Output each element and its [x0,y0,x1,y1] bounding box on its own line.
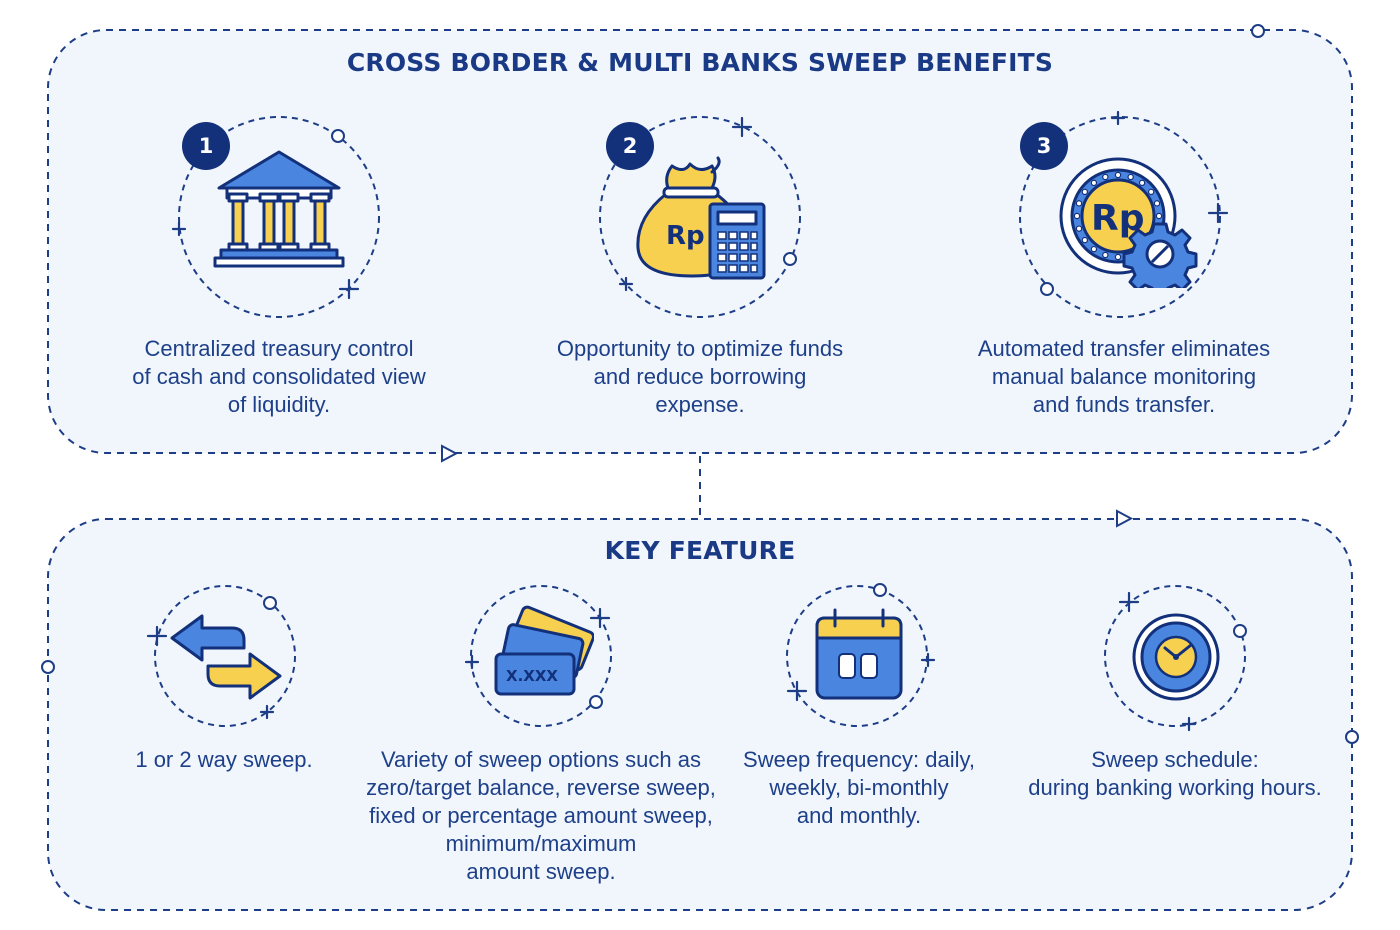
caption-line: Sweep schedule: [1091,747,1259,772]
caption-line: of cash and consolidated view [132,364,426,389]
feature-caption-4: Sweep schedule: during banking working h… [1010,746,1340,802]
coin-rim-dot [1153,200,1161,207]
orbit-circle [470,585,612,727]
plus-mark [618,276,634,292]
caption-line: manual balance monitoring [991,364,1257,389]
feature-caption-2: Variety of sweep options such as zero/ta… [341,746,741,886]
card-number-label: X.XXX [506,667,558,685]
caption-line: expense. [655,392,745,417]
plus-mark [1181,716,1197,732]
coin-rim-dot [1075,200,1083,207]
calendar-icon [815,608,903,700]
orbit-dot [873,583,887,597]
border-arrow [441,444,459,463]
coin-rim-dot [1102,251,1109,259]
coin-rim-dot [1155,212,1163,220]
orbit-circle [154,585,296,727]
caption-line: and reduce borrowing [593,364,807,389]
step-badge-3: 3 [1020,122,1068,170]
features-panel [47,518,1353,911]
stacked-cards-icon: X.XXX [494,605,594,696]
coin-rim-dot [1114,253,1122,261]
coin-rim-dot [1081,188,1089,196]
border-arrow [1116,509,1134,528]
plus-mark [731,116,753,138]
caption-line: minimum/maximum [445,831,637,856]
benefit-caption-2: Opportunity to optimize funds and reduce… [500,335,900,419]
orbit-dot [1040,282,1054,296]
plus-mark [1207,202,1229,224]
orbit-circle [599,116,801,318]
plus-mark [1118,591,1140,613]
orbit-dot [263,596,277,610]
bag-currency-label: Rp [666,221,705,251]
clock-icon [1132,613,1220,701]
plus-mark [589,607,611,629]
features-title: KEY FEATURE [604,536,796,565]
caption-line: Opportunity to optimize funds [556,336,844,361]
coin-rim-dot [1127,173,1134,181]
two-way-arrows-icon [170,614,282,700]
caption-line: during banking working hours. [1028,775,1322,800]
bank-building-icon [213,150,345,268]
caption-line: Centralized treasury control [144,336,414,361]
coin-rim-dot [1090,245,1098,253]
benefits-title: CROSS BORDER & MULTI BANKS SWEEP BENEFIT… [346,48,1054,77]
caption-line: and monthly. [796,803,922,828]
coin-rim-dot [1138,179,1146,187]
caption-line: and funds transfer. [1032,392,1216,417]
coin-rim-dot [1147,188,1155,196]
orbit-dot [589,695,603,709]
coin-rim-dot [1090,179,1098,187]
feature-caption-1: 1 or 2 way sweep. [74,746,374,774]
plus-mark [464,654,480,670]
caption-line: amount sweep. [466,859,616,884]
plus-mark [1110,110,1126,126]
coin-rim-dot [1102,173,1109,181]
border-dot [1251,24,1265,38]
caption-line: 1 or 2 way sweep. [135,747,313,772]
benefit-caption-3: Automated transfer eliminates manual bal… [924,335,1324,419]
plus-mark [146,625,168,647]
orbit-dot [1233,624,1247,638]
step-badge-1: 1 [182,122,230,170]
rupiah-coin-gear-icon: Rp [1059,157,1198,288]
plus-mark [338,278,360,300]
caption-line: Sweep frequency: daily, [743,747,975,772]
plus-mark [786,680,808,702]
plus-mark [920,652,936,668]
step-badge-2: 2 [606,122,654,170]
money-bag-calculator-icon: Rp [636,156,766,280]
caption-line: fixed or percentage amount sweep, [369,803,713,828]
caption-line: of liquidity. [227,392,331,417]
plus-mark [171,221,187,237]
orbit-circle [1019,116,1221,318]
coin-rim-dot [1073,212,1081,220]
orbit-circle [1104,585,1246,727]
caption-line: Variety of sweep options such as [381,747,701,772]
coin-rim-dot [1114,171,1122,179]
feature-caption-3: Sweep frequency: daily, weekly, bi-month… [709,746,1009,830]
caption-line: weekly, bi-monthly [769,775,949,800]
orbit-dot [331,129,345,143]
caption-line: zero/target balance, reverse sweep, [366,775,716,800]
border-dot [41,660,55,674]
benefit-caption-1: Centralized treasury control of cash and… [79,335,479,419]
border-dot [1345,730,1359,744]
plus-mark [259,704,275,720]
coin-rim-dot [1075,225,1083,232]
coin-rim-dot [1081,236,1089,244]
caption-line: Automated transfer eliminates [977,336,1271,361]
orbit-circle [178,116,380,318]
orbit-dot [783,252,797,266]
